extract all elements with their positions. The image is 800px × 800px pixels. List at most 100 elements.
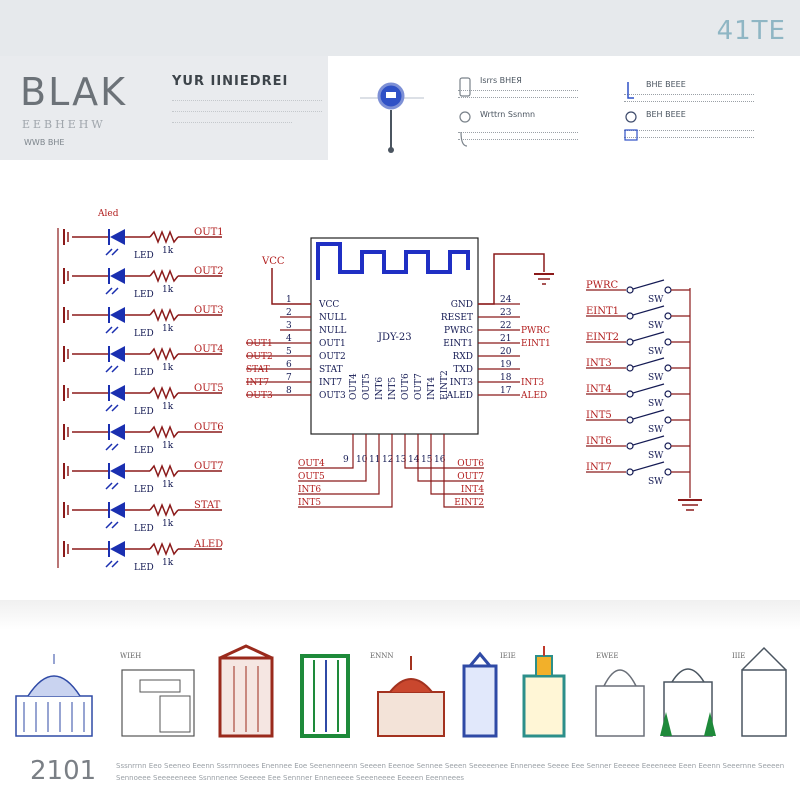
pin-name: STAT: [319, 365, 343, 375]
pin-number: 6: [286, 360, 292, 370]
led-diode: [110, 229, 125, 245]
led-net-label: OUT5: [194, 383, 224, 394]
net-label: PWRC: [521, 326, 550, 336]
led-label: LED: [134, 329, 154, 339]
pin-wire: [298, 456, 380, 495]
pin-number: 23: [500, 308, 512, 318]
switch-contact: [664, 468, 672, 476]
net-label: INT6: [298, 485, 321, 495]
pin-name: EINT1: [443, 339, 473, 349]
led-net-label: ALED: [193, 539, 223, 550]
pin-name: NULL: [319, 326, 346, 336]
info-title-3: ВНЕ ВЕЕЕ: [646, 80, 686, 89]
net-label: INT4: [461, 485, 484, 495]
switch-lever: [632, 357, 665, 368]
pin-number: 8: [286, 386, 292, 396]
switch-contact: [626, 364, 634, 372]
pin-wire: [430, 456, 484, 495]
jdy23-module: JDY-23: [310, 237, 479, 435]
net-label: OUT4: [298, 459, 325, 469]
pin-number: 2: [286, 308, 292, 318]
led-label: LED: [134, 563, 154, 573]
led-net-label: OUT1: [194, 227, 224, 238]
pin-name: PWRC: [444, 326, 473, 336]
switch-contact: [664, 338, 672, 346]
resistor-label: 1k: [162, 324, 174, 334]
switch-lever: [632, 383, 665, 394]
led-diode: [110, 346, 125, 362]
building-green-icon: ENNN: [300, 652, 394, 738]
building-gothic-icon: IIIE: [732, 646, 787, 737]
pin-name: TXD: [453, 365, 473, 375]
net-label: EINT2: [454, 498, 484, 508]
building-label-2: ENNN: [370, 652, 394, 660]
building-trees-icon: [660, 668, 716, 737]
net-label: EINT1: [521, 339, 551, 349]
pin-number: 13: [395, 455, 407, 465]
resistor-label: 1k: [162, 402, 174, 412]
brand-description: [172, 96, 322, 129]
brand-panel: BLAK ЕЕВНЕНW WWB ВНЕ YUR IINIEDREI: [0, 56, 328, 160]
switch-net-label: PWRC: [586, 280, 619, 291]
switch-net-label: INT4: [586, 384, 612, 395]
info-title-4: ВЕН ВЕЕЕ: [646, 110, 686, 119]
pin-number: 16: [434, 455, 446, 465]
pin-number: 11: [369, 455, 380, 465]
led-emission-arrows: [105, 404, 119, 412]
pin-number: 24: [500, 295, 512, 305]
resistor: [149, 424, 179, 440]
resistor-label: 1k: [162, 285, 174, 295]
building-dome-gray-icon: EWEE: [595, 652, 645, 737]
buildings-row: WIEH ENNN IEIE EWEE IIIE: [15, 644, 787, 738]
pin-wire: [298, 456, 354, 469]
net-label: OUT3: [246, 391, 273, 401]
pin-name: INT7: [319, 378, 342, 388]
led-top-label: Aled: [97, 209, 119, 219]
switch-label: SW: [648, 295, 664, 305]
led-diode: [110, 541, 125, 557]
pin-name: INT4: [427, 377, 437, 400]
building-office-icon: WIEH: [120, 652, 195, 737]
pin-name: OUT3: [319, 391, 346, 401]
led-emission-arrows: [105, 521, 119, 529]
led-diode: [110, 385, 125, 401]
net-label: OUT2: [246, 352, 273, 362]
switch-label: SW: [648, 425, 664, 435]
switch-contact: [626, 312, 634, 320]
pin-name: EINT2: [440, 370, 450, 400]
switch-lever: [632, 279, 665, 290]
target-icon: [459, 111, 471, 147]
info-block-2: Wrttrn Ssnmn: [458, 110, 608, 150]
chip-label: JDY-23: [377, 332, 412, 343]
info-block-3: ВНЕ ВЕЕЕ: [624, 80, 784, 102]
led-emission-arrows: [105, 326, 119, 334]
pin-name: NULL: [319, 313, 346, 323]
pin-number: 20: [500, 347, 512, 357]
building-tower-red-icon: [218, 644, 274, 738]
resistor-label: 1k: [162, 519, 174, 529]
pin-number: 18: [500, 373, 512, 383]
switch-contact: [664, 312, 672, 320]
antenna-trace: [316, 242, 470, 280]
led-net-label: STAT: [194, 500, 221, 511]
phone-icon: [459, 77, 471, 97]
pin-number: 10: [356, 455, 368, 465]
net-label: OUT1: [246, 339, 273, 349]
resistor-label: 1k: [162, 441, 174, 451]
resistor: [149, 229, 179, 245]
switch-label: SW: [648, 347, 664, 357]
footer-year: 2101: [30, 756, 97, 786]
switch-label: SW: [648, 451, 664, 461]
pin-number: 19: [500, 360, 512, 370]
pin-name: VCC: [318, 300, 339, 310]
switch-contact: [626, 416, 634, 424]
building-label-4: EWEE: [596, 652, 619, 660]
header-logo: 41ТЕ: [716, 16, 786, 46]
led-emission-arrows: [105, 482, 119, 490]
pin-icon: [360, 82, 424, 153]
switch-contact: [626, 442, 634, 450]
pin-name: OUT7: [414, 373, 424, 400]
pin-name: ALED: [446, 391, 473, 401]
net-label: INT5: [298, 498, 321, 508]
net-label: INT7: [246, 378, 269, 388]
